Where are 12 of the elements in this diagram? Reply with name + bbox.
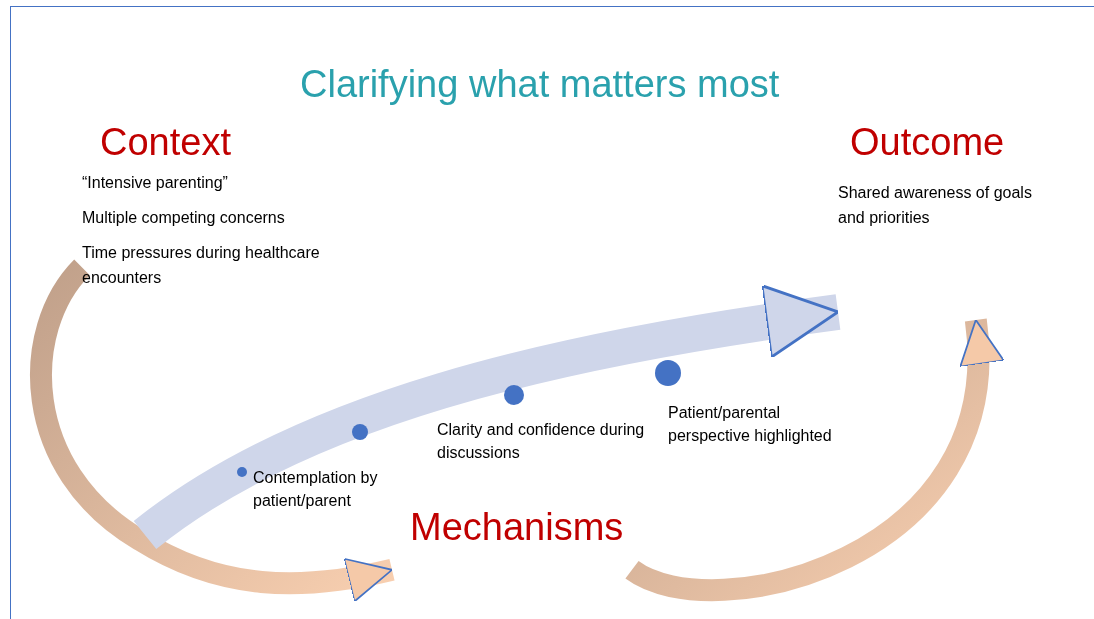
curved-arrow	[627, 319, 1001, 601]
curved-arrow	[134, 284, 841, 550]
curved-arrow	[30, 260, 395, 602]
mechanism-step: Clarity and confidence during discussions	[437, 418, 657, 464]
context-item: Shared awareness of goals and priorities	[838, 183, 1033, 228]
context-item: Multiple competing concerns	[82, 208, 285, 228]
mechanism-step: Patient/parental perspective highlighted	[668, 401, 833, 447]
section-heading: Context	[100, 120, 231, 164]
context-item: Time pressures during healthcare encounters	[82, 243, 321, 288]
context-item: “Intensive parenting”	[82, 173, 228, 193]
section-heading: Outcome	[850, 120, 1005, 164]
diagram-title: Clarifying what matters most	[300, 62, 780, 107]
